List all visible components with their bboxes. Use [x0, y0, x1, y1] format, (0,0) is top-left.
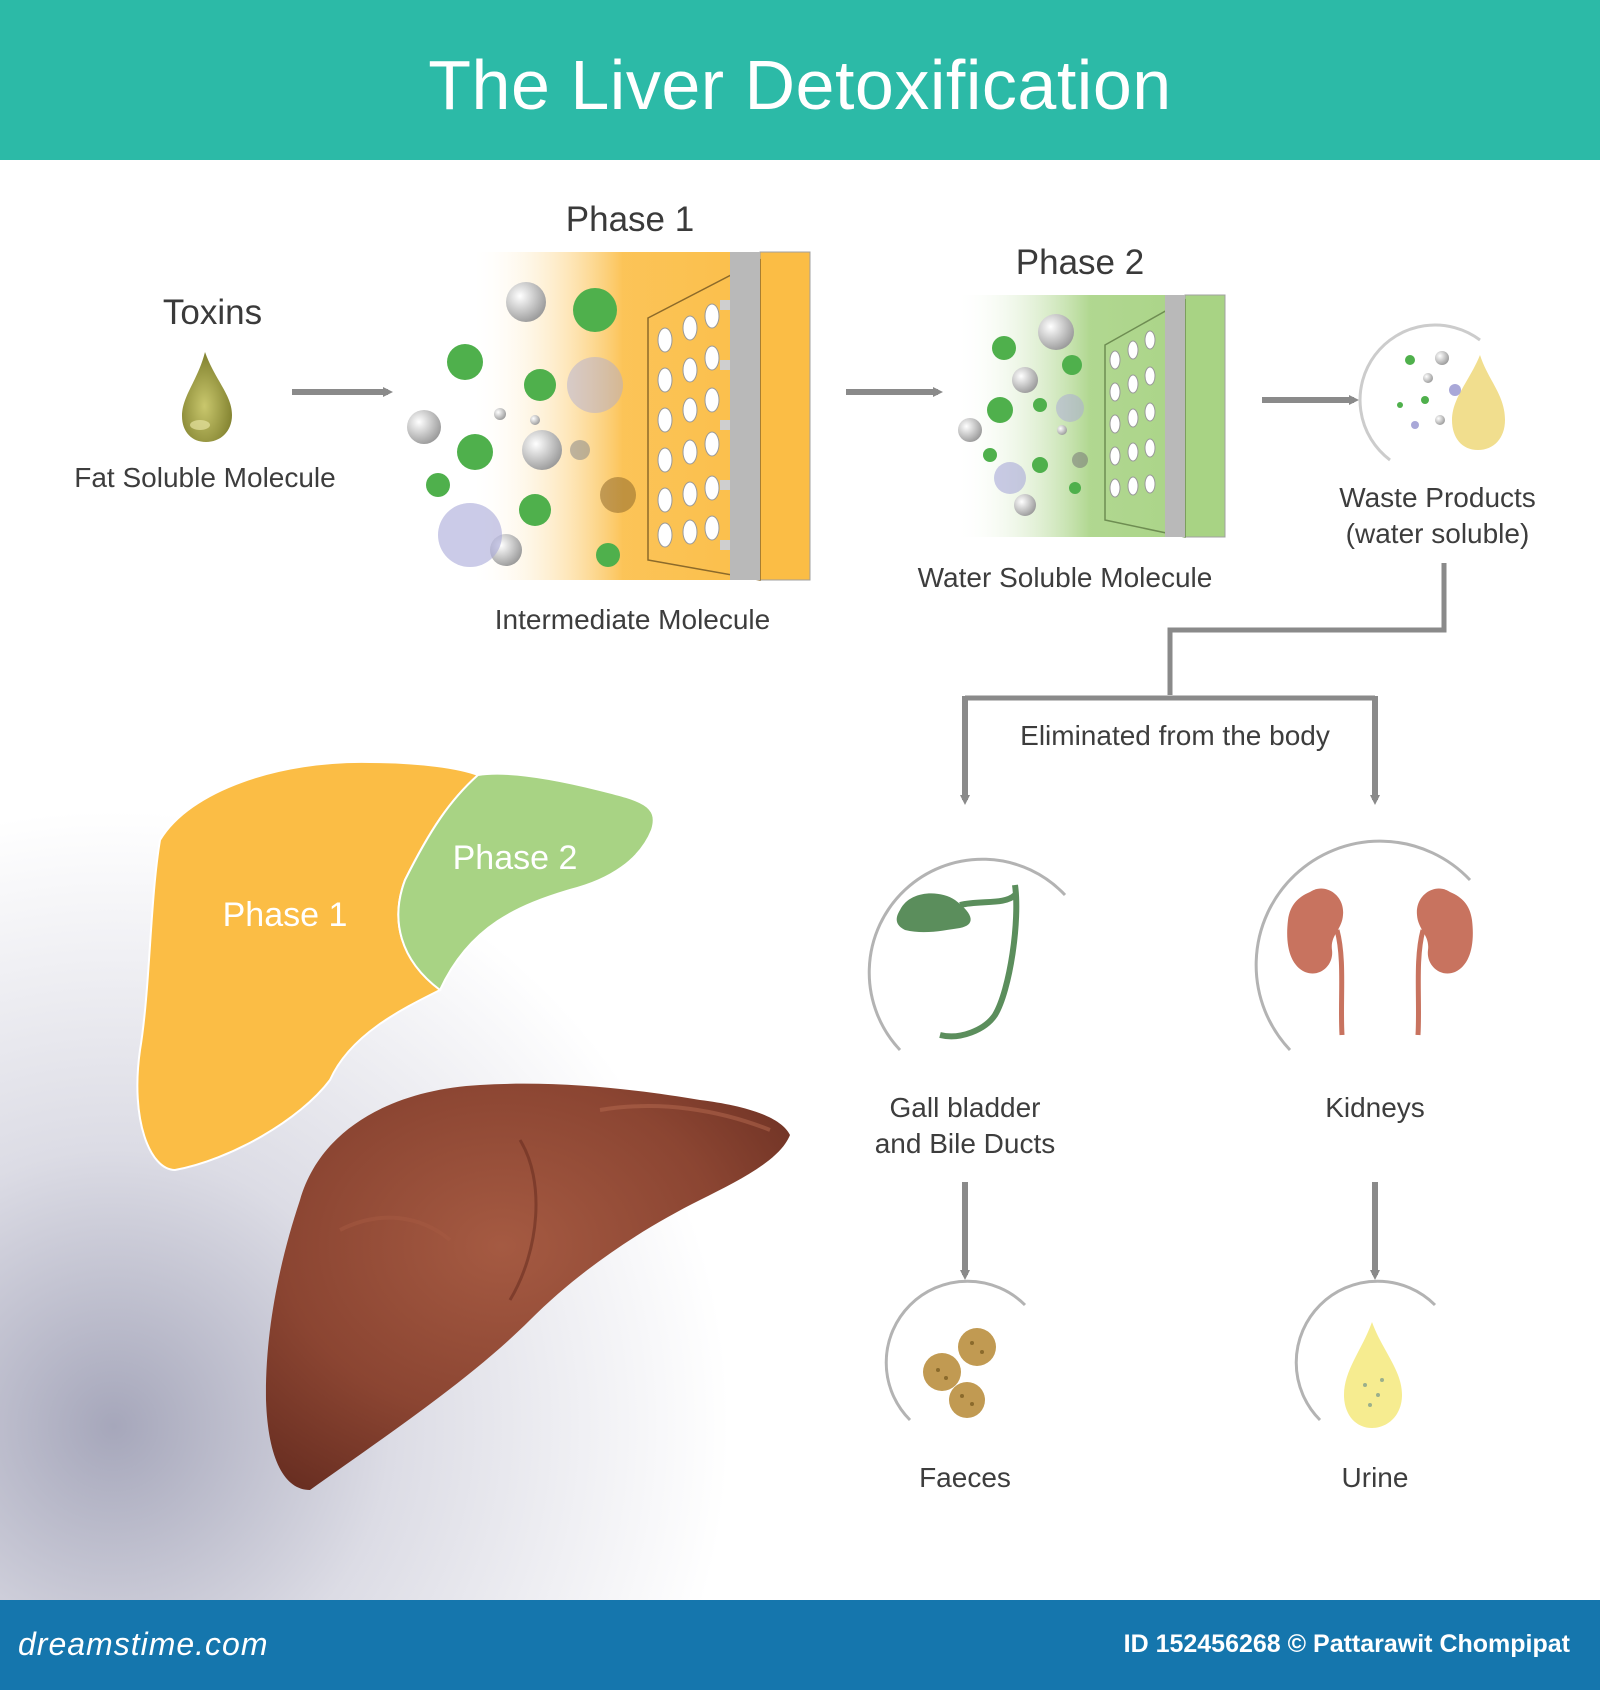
gallbladder-icon	[867, 857, 1067, 1052]
intermediate-caption: Intermediate Molecule	[494, 604, 771, 635]
phase2-title: Phase 2	[1015, 243, 1145, 282]
page-title: The Liver Detoxification	[428, 46, 1172, 124]
waste-products-icon	[1358, 323, 1505, 462]
footer-brand: dreamstime.com	[18, 1626, 269, 1662]
urine-label: Urine	[1341, 1462, 1409, 1493]
waste-products-line1: Waste Products	[1339, 482, 1536, 513]
toxins-title: Toxins	[162, 293, 263, 332]
toxin-droplet-icon	[182, 352, 232, 442]
faeces-icon	[884, 1279, 1027, 1422]
eliminated-label: Eliminated from the body	[1020, 720, 1330, 751]
phase1-illustration	[407, 251, 811, 581]
gall-bladder-line1: Gall bladder	[889, 1092, 1041, 1123]
liver-phase-map	[136, 760, 655, 1172]
header-banner: The Liver Detoxification	[0, 0, 1600, 160]
connector-waste-to-branch	[1167, 563, 1447, 695]
footer-credit: ID 152456268 © Pattarawit Chompipat	[1123, 1630, 1570, 1658]
liver-phase1-label: Phase 1	[222, 896, 348, 934]
liver-phase2-label: Phase 2	[452, 839, 578, 877]
waste-products-line2: (water soluble)	[1345, 518, 1530, 549]
water-soluble-caption: Water Soluble Molecule	[917, 562, 1213, 593]
liver-illustration	[265, 1083, 791, 1490]
urine-drop-icon	[1294, 1279, 1437, 1428]
gall-bladder-line2: and Bile Ducts	[874, 1128, 1056, 1159]
phase2-illustration	[955, 294, 1226, 538]
footer-bar: dreamstime.com ID 152456268 © Pattarawit…	[0, 1600, 1600, 1690]
faeces-label: Faeces	[919, 1462, 1011, 1493]
phase1-title: Phase 1	[565, 200, 695, 239]
kidneys-label: Kidneys	[1325, 1092, 1425, 1123]
kidneys-icon	[1254, 839, 1473, 1052]
fat-soluble-caption: Fat Soluble Molecule	[74, 462, 336, 493]
